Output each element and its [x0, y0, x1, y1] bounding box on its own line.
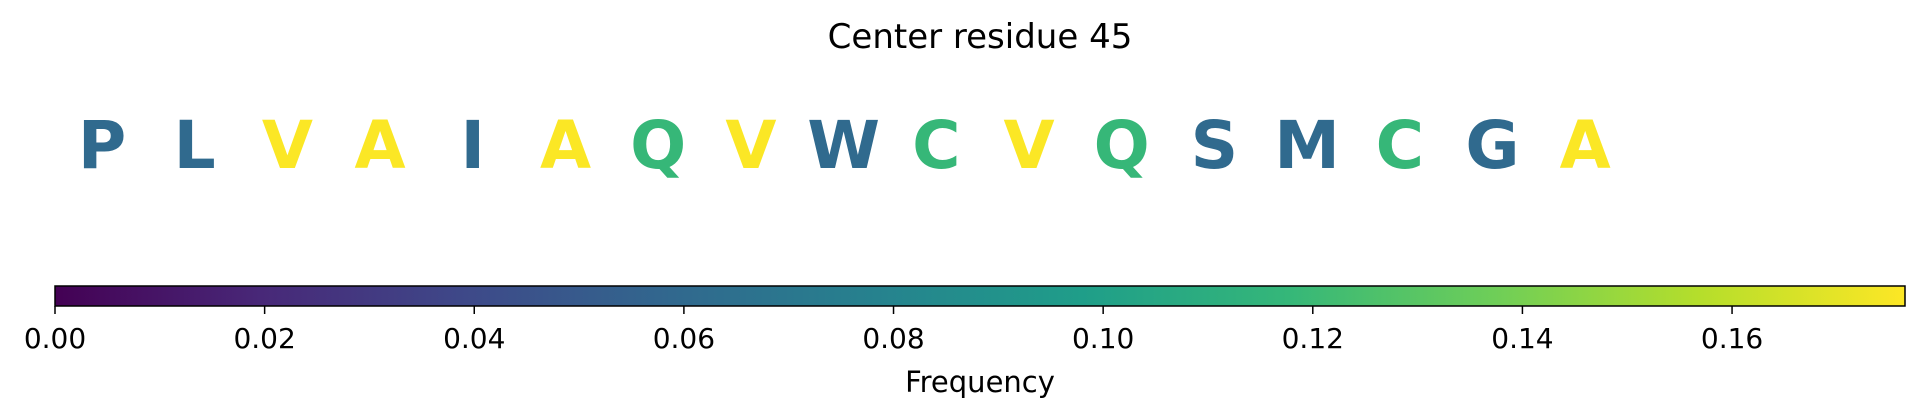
residue-letter-13: S	[1191, 107, 1239, 184]
residue-letter-12: Q	[1094, 107, 1150, 184]
residue-letter-3: V	[262, 107, 313, 184]
residue-letter-10: C	[912, 107, 960, 184]
residue-letter-4: A	[355, 107, 406, 184]
colorbar-tick-label: 0.08	[862, 322, 924, 355]
colorbar-tick-label: 0.04	[443, 322, 505, 355]
colorbar-gradient	[54, 285, 1906, 307]
colorbar: 0.00 0.02 0.04 0.06 0.08 0.10 0.12 0.14 0.16 Fre…	[24, 285, 1906, 399]
colorbar-tick-label: 0.12	[1282, 322, 1344, 355]
colorbar-tick-label: 0.06	[653, 322, 715, 355]
colorbar-tick-label: 0.00	[24, 322, 86, 355]
chart-title: Center residue 45	[828, 17, 1133, 57]
residue-letter-2: L	[174, 107, 216, 184]
colorbar-tick-label: 0.10	[1072, 322, 1134, 355]
residue-letter-7: Q	[630, 107, 686, 184]
colorbar-tick-label: 0.16	[1701, 322, 1763, 355]
residue-letter-6: A	[540, 107, 591, 184]
residue-letter-9: W	[807, 107, 880, 184]
residue-letter-14: M	[1274, 107, 1340, 184]
residue-letter-17: A	[1560, 107, 1611, 184]
colorbar-tick-label: 0.14	[1491, 322, 1553, 355]
residue-letter-8: V	[725, 107, 776, 184]
colorbar-ticks: 0.00 0.02 0.04 0.06 0.08 0.10 0.12 0.14 0.16	[24, 306, 1763, 355]
residue-letter-11: V	[1003, 107, 1054, 184]
residue-letter-15: C	[1376, 107, 1424, 184]
colorbar-label: Frequency	[905, 365, 1055, 399]
colorbar-tick-label: 0.02	[233, 322, 295, 355]
residue-letter-5: I	[461, 107, 486, 184]
residue-letter-16: G	[1465, 107, 1519, 184]
residue-letter-1: P	[78, 107, 126, 184]
